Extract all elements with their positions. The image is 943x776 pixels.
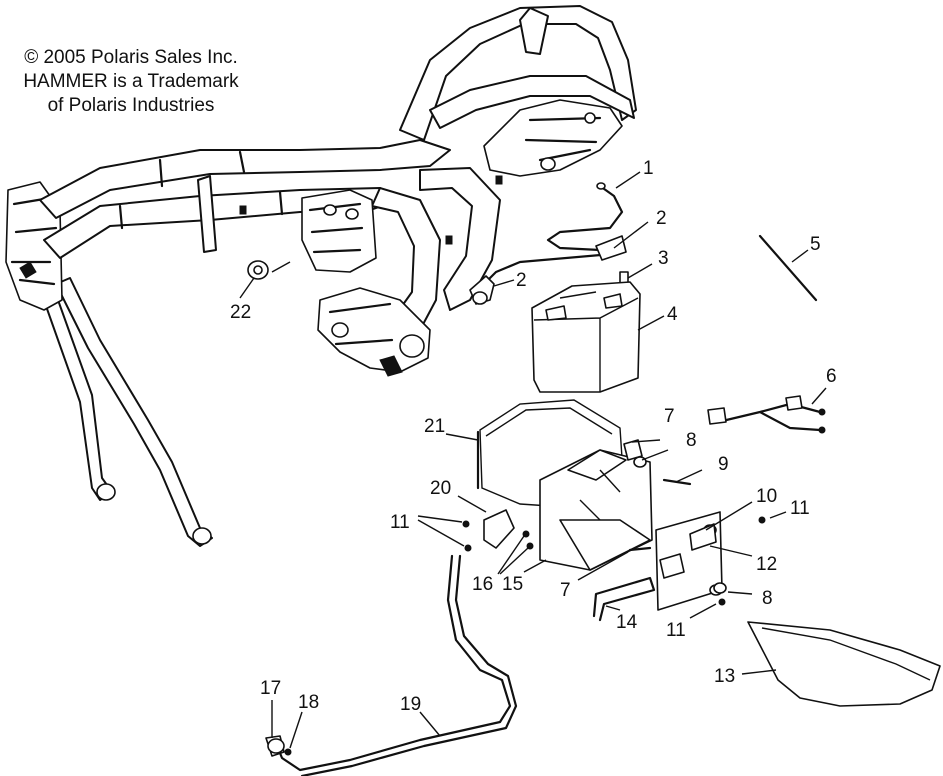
hardware-parts <box>462 439 766 606</box>
callout-19: 19 <box>400 694 421 715</box>
frame-illustration <box>5 5 637 547</box>
callout-7-bottom: 7 <box>560 580 571 601</box>
callout-8-bottom: 8 <box>762 588 773 609</box>
callout-leaders <box>239 171 827 749</box>
callout-20: 20 <box>430 478 451 499</box>
callout-13: 13 <box>714 666 735 687</box>
callout-11-right: 11 <box>790 498 810 519</box>
callout-8-top: 8 <box>686 430 697 451</box>
part-4-battery <box>531 281 641 393</box>
copyright-line-3: of Polaris Industries <box>47 95 215 116</box>
part-17-18-fitting <box>265 735 292 757</box>
callout-numbers: 1 2 2 3 4 5 6 7 7 8 8 9 10 11 11 11 12 1… <box>230 158 837 715</box>
callout-16: 16 <box>472 574 493 595</box>
part-14-strap <box>592 576 656 622</box>
callout-9: 9 <box>718 454 729 475</box>
callout-17: 17 <box>260 678 281 699</box>
callout-6: 6 <box>826 366 837 387</box>
callout-5: 5 <box>810 234 821 255</box>
callout-3: 3 <box>658 248 669 269</box>
part-15-tray <box>539 449 653 571</box>
part-1-2-cable <box>469 182 627 305</box>
part-13-cover <box>747 621 941 707</box>
callout-22: 22 <box>230 302 251 323</box>
callout-15: 15 <box>502 574 523 595</box>
callout-11-left: 11 <box>390 512 410 533</box>
callout-10: 10 <box>756 486 777 507</box>
part-5-rod <box>758 234 818 302</box>
callout-1: 1 <box>643 158 654 179</box>
callout-7-top: 7 <box>664 406 675 427</box>
copyright-line-1: © 2005 Polaris Sales Inc. <box>24 47 238 68</box>
copyright-line-2: HAMMER is a Trademark <box>23 71 239 92</box>
callout-18: 18 <box>298 692 319 713</box>
copyright-notice: © 2005 Polaris Sales Inc. HAMMER is a Tr… <box>0 46 262 118</box>
part-19-hose <box>276 554 518 776</box>
callout-14: 14 <box>616 612 638 633</box>
callout-12: 12 <box>756 554 777 575</box>
callout-4: 4 <box>667 304 678 325</box>
part-22-grommet <box>247 260 269 280</box>
callout-11-bottom: 11 <box>666 620 686 641</box>
callout-2-cable: 2 <box>656 208 667 229</box>
callout-21: 21 <box>424 416 445 437</box>
callout-2-boot: 2 <box>516 270 527 291</box>
part-6-harness <box>707 395 826 434</box>
